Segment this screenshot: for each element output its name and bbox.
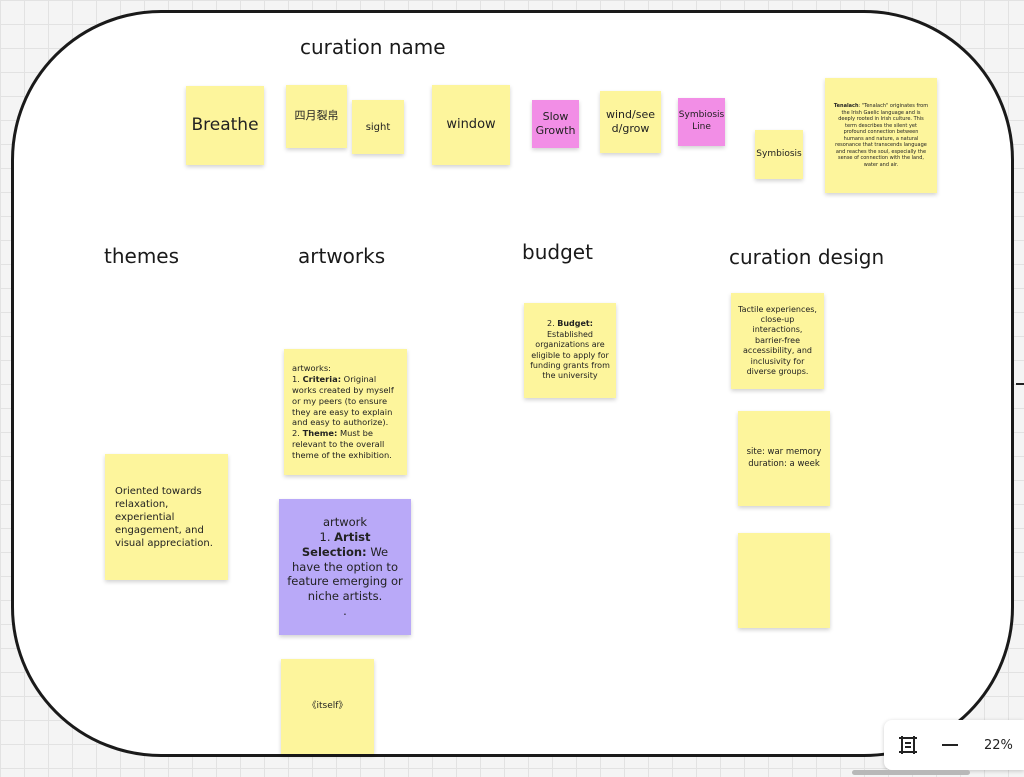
note-text: Oriented towards relaxation, experientia… [115, 485, 213, 549]
fit-to-screen-icon[interactable] [898, 735, 918, 755]
sticky-note-window[interactable]: window [432, 85, 510, 165]
sticky-note-breathe[interactable]: Breathe [186, 86, 264, 165]
heading-budget: budget [522, 240, 593, 264]
sticky-note-sight[interactable]: sight [352, 100, 404, 154]
sticky-note-wind[interactable]: wind/seed/grow [600, 91, 661, 153]
sticky-note-symbiosis[interactable]: Symbiosis [755, 130, 803, 179]
note-text: artworks:1. Criteria: Original works cre… [292, 363, 394, 460]
note-text: 四月裂帛 [294, 109, 339, 123]
note-text: Tactile experiences, close-up interactio… [738, 304, 817, 376]
sticky-note-budget[interactable]: 2. Budget: Established organizations are… [524, 303, 616, 398]
sticky-note-chinese[interactable]: 四月裂帛 [286, 85, 347, 148]
note-text: Slow Growth [535, 109, 576, 137]
note-text: window [446, 116, 496, 132]
note-text: sight [365, 121, 391, 133]
heading-themes: themes [104, 244, 180, 268]
note-text: Tenalach: "Tenalach" originates from the… [833, 103, 929, 168]
heading-curation-design: curation design [729, 245, 885, 269]
note-text: Breathe [191, 115, 259, 136]
connector-line [1016, 383, 1024, 385]
sticky-note-itself[interactable]: 《itself》 [281, 659, 374, 754]
note-text: 《itself》 [307, 700, 348, 711]
sticky-note-tenalach[interactable]: Tenalach: "Tenalach" originates from the… [825, 78, 937, 193]
sticky-note-themes[interactable]: Oriented towards relaxation, experientia… [105, 454, 228, 580]
note-text: Symbiosis Line [678, 110, 725, 132]
note-text: 2. Budget: Established organizations are… [530, 319, 610, 381]
sticky-note-curation-design[interactable]: Tactile experiences, close-up interactio… [731, 293, 824, 389]
sticky-note-symbiosis-line[interactable]: Symbiosis Line [678, 98, 725, 146]
sticky-note-empty[interactable] [738, 533, 830, 628]
sticky-note-slow-growth[interactable]: Slow Growth [532, 100, 579, 148]
note-text: wind/seed/grow [606, 107, 655, 135]
zoom-out-icon[interactable] [942, 744, 958, 746]
note-text: Symbiosis [756, 148, 802, 159]
zoom-controls: 22% [884, 720, 1024, 770]
zoom-level[interactable]: 22% [984, 737, 1013, 753]
heading-artworks: artworks [298, 244, 386, 268]
sticky-note-artworks-criteria[interactable]: artworks:1. Criteria: Original works cre… [284, 349, 407, 475]
horizontal-scrollbar[interactable] [852, 770, 970, 775]
heading-curation-name: curation name [300, 35, 446, 59]
